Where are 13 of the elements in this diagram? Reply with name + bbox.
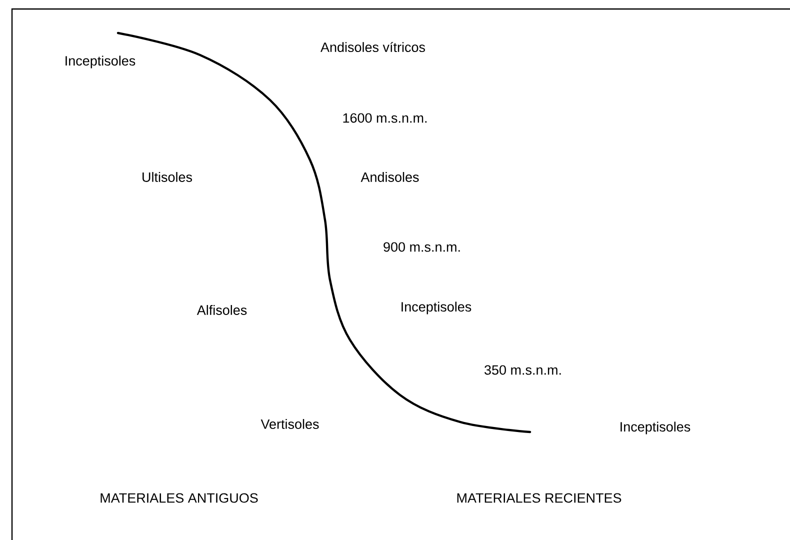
soil-label: MATERIALES ANTIGUOS [100,493,258,503]
soil-label: Inceptisoles [66,56,136,68]
soil-label: Ultisoles [142,172,192,182]
soil-label: Alfisoles [196,305,247,315]
soil-label: Andisoles vítricos [320,42,425,52]
soil-label: MATERIALES RECIENTES [457,493,622,503]
soil-label: Inceptisoles [402,302,472,314]
soil-label: 350 m.s.n.m. [484,365,561,375]
soil-label: Andisoles [360,172,419,182]
soil-label: Inceptisoles [620,422,690,434]
soil-label: 1600 m.s.n.m. [343,113,427,123]
soil-label: Vertisoles [260,419,319,429]
soil-label: 900 m.s.n.m. [384,242,460,252]
